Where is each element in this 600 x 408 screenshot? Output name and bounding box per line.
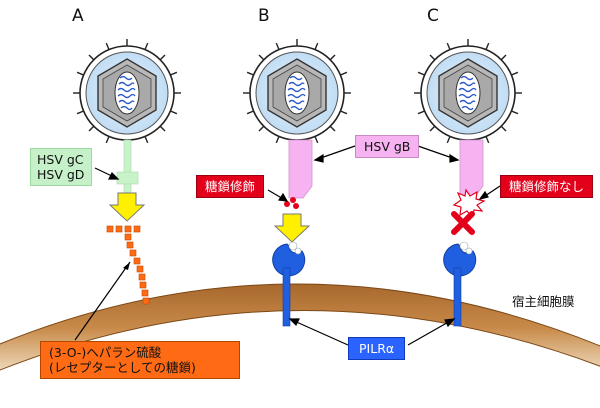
panel-letter-b: B xyxy=(258,6,270,26)
hsv-gb-label: HSV gB xyxy=(355,135,420,158)
heparan-line-1: (3-O-)ヘパラン硫酸 xyxy=(49,345,162,360)
host-membrane-label: 宿主細胞膜 xyxy=(512,294,575,309)
heparan-sulfate-label: (3-O-)ヘパラン硫酸 (レセプターとしての糖鎖) xyxy=(40,341,240,379)
pilr-stalk-c xyxy=(453,267,462,327)
glycan-dot xyxy=(290,197,296,203)
binding-arrow-a xyxy=(109,192,145,222)
heparan-line-2: (レセプターとしての糖鎖) xyxy=(49,360,196,375)
pilr-label: PILRα xyxy=(348,337,406,360)
glycan-dot xyxy=(284,201,290,207)
binding-arrow-b xyxy=(274,213,310,243)
pilr-stalk-b xyxy=(282,267,291,327)
hsv-gd-text: HSV gD xyxy=(37,167,85,182)
virus-b xyxy=(242,38,352,148)
gb-stalk-b xyxy=(288,139,313,199)
heparan-chain xyxy=(106,225,150,305)
glycan-modification-label: 糖鎖修飾 xyxy=(196,175,265,198)
glycan-dot xyxy=(293,203,299,209)
gb-stalk-c xyxy=(459,139,484,199)
hsv-gc-text: HSV gC xyxy=(37,152,84,167)
no-glycan-modification-label: 糖鎖修飾なし xyxy=(500,175,594,198)
virus-a xyxy=(72,38,182,148)
panel-letter-a: A xyxy=(72,6,84,26)
gcgd-cross xyxy=(116,171,139,185)
panel-letter-c: C xyxy=(427,6,439,26)
hsv-gcgd-label: HSV gC HSV gD xyxy=(30,148,92,186)
host-membrane xyxy=(0,283,600,371)
virus-c xyxy=(413,38,523,148)
block-x-icon xyxy=(451,211,475,235)
